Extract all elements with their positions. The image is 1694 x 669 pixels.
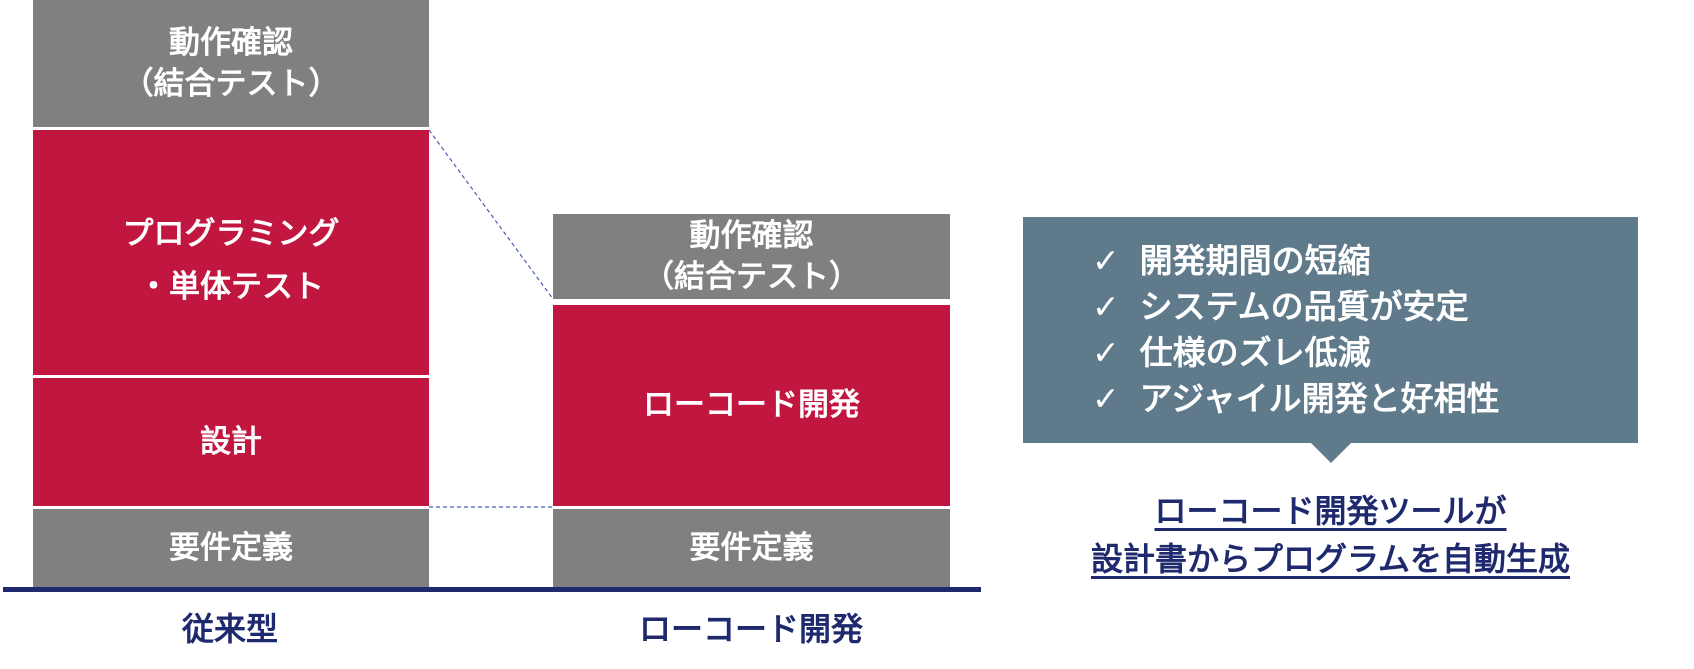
check-icon: ✓ <box>1092 379 1120 418</box>
list-item: ✓ 開発期間の短縮 <box>1092 238 1500 284</box>
conventional-requirements-block: 要件定義 <box>33 509 429 587</box>
block-label: 設計 <box>200 423 262 460</box>
block-label: （結合テスト） <box>122 65 340 102</box>
lowcode-requirements-block: 要件定義 <box>553 509 950 587</box>
block-label: ローコード開発 <box>643 387 860 424</box>
check-icon: ✓ <box>1092 333 1120 372</box>
block-label: ・単体テスト <box>138 268 324 305</box>
benefit-text: 仕様のズレ低減 <box>1139 333 1371 372</box>
benefit-text: システムの品質が安定 <box>1139 287 1469 326</box>
benefits-list: ✓ 開発期間の短縮 ✓ システムの品質が安定 ✓ 仕様のズレ低減 ✓ アジャイル開発と好… <box>1092 238 1500 422</box>
summary-text: ローコード開発ツールが 設計書からプログラムを自動生成 <box>1023 487 1638 583</box>
block-label: 要件定義 <box>169 529 293 566</box>
summary-line-1: ローコード開発ツールが <box>1154 492 1507 530</box>
conventional-label: 従来型 <box>181 610 279 648</box>
lowcode-development-block: ローコード開発 <box>553 305 950 506</box>
benefits-callout <box>1023 217 1638 443</box>
block-label: プログラミング <box>122 216 340 252</box>
block-label: 動作確認 <box>689 218 814 255</box>
block-label: （結合テスト） <box>643 258 860 295</box>
list-item: ✓ アジャイル開発と好相性 <box>1092 376 1500 422</box>
benefit-text: アジャイル開発と好相性 <box>1139 379 1500 418</box>
conventional-design-block: 設計 <box>33 378 429 506</box>
baseline-axis <box>3 587 981 592</box>
lowcode-label: ローコード開発 <box>638 610 864 648</box>
lowcode-testing-block: 動作確認 （結合テスト） <box>553 214 950 299</box>
conventional-programming-block: プログラミング ・単体テスト <box>33 130 429 375</box>
conventional-testing-block: 動作確認 （結合テスト） <box>33 0 429 127</box>
benefit-text: 開発期間の短縮 <box>1139 241 1371 280</box>
block-label: 動作確認 <box>169 25 293 62</box>
list-item: ✓ 仕様のズレ低減 <box>1092 330 1500 376</box>
list-item: ✓ システムの品質が安定 <box>1092 284 1500 330</box>
check-icon: ✓ <box>1092 287 1120 326</box>
callout-pointer <box>1311 443 1351 463</box>
check-icon: ✓ <box>1092 241 1120 280</box>
summary-line-2: 設計書からプログラムを自動生成 <box>1090 540 1571 578</box>
block-label: 要件定義 <box>689 529 814 566</box>
